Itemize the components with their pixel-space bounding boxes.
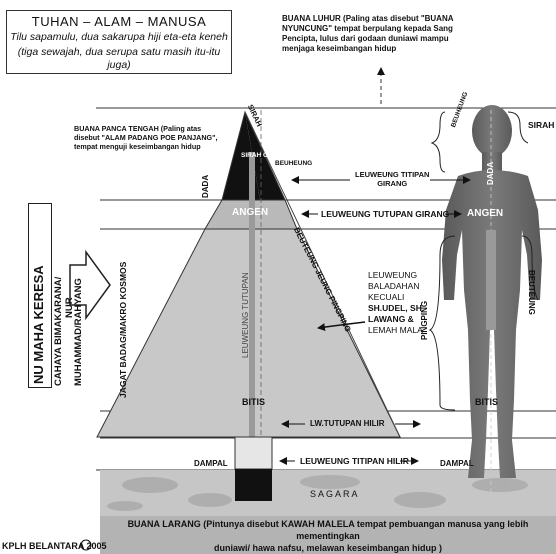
titipan-girang-line: GIRANG [355, 179, 429, 188]
footer-credit: KPLH BELANTARA 2005 [2, 541, 107, 551]
pyramid-bitis-label: BITIS [242, 397, 265, 407]
baladahan-line: KECUALI [368, 292, 424, 303]
human-pingping-label: PINGPING [420, 301, 429, 340]
human-angen-label: ANGEN [467, 208, 503, 219]
side-line-3: MUHAMMAD/RAHYANG [73, 278, 84, 386]
tutupan-girang-label: LEUWEUNG TUTUPAN GIRANG [321, 209, 449, 219]
baladahan-line: BALADAHAN [368, 281, 424, 292]
buana-larang-line: BUANA LARANG (Pintunya disebut KAWAH MAL… [106, 518, 550, 542]
buana-larang-text: BUANA LARANG (Pintunya disebut KAWAH MAL… [100, 516, 556, 554]
pyramid-angen-label: ANGEN [232, 207, 268, 218]
dampal-upper-box [235, 437, 272, 469]
pyramid-leuweung-tutupan-label: LEUWEUNG TUTUPAN [241, 273, 250, 359]
title-heading: TUHAN – ALAM – MANUSA [7, 14, 231, 29]
human-sirah-label: SIRAH [528, 120, 554, 130]
brace-beuheung [432, 112, 445, 172]
titipan-hilir-label: LEUWEUNG TITIPAN HILIR [300, 456, 409, 466]
buana-luhur-note: BUANA LUHUR (Paling atas disebut "BUANA … [282, 14, 494, 54]
human-bitis-label: BITIS [475, 397, 498, 407]
baladahan-line: SH.UDEL, SH. [368, 303, 424, 314]
buana-luhur-line: BUANA LUHUR (Paling atas disebut "BUANA [282, 14, 494, 24]
human-dada-label: DADA [486, 162, 495, 185]
baladahan-line: LEUWEUNG [368, 270, 424, 281]
buana-larang-strip: BUANA LARANG (Pintunya disebut KAWAH MAL… [100, 516, 556, 554]
jagat-badag-label: JAGAT BADAG/MAKRO KOSMOS [118, 262, 128, 398]
baladahan-line: LEMAH MALA [368, 325, 424, 336]
sagara-label: SAGARA [310, 489, 360, 499]
baladahan-note: LEUWEUNG BALADAHAN KECUALI SH.UDEL, SH. … [368, 270, 424, 336]
dampal-box-over-sagara [235, 470, 272, 501]
human-dampal-label: DAMPAL [440, 459, 474, 468]
titipan-girang-label: LEUWEUNG TITIPAN GIRANG [355, 170, 429, 188]
buana-panca-tengah-note: BUANA PANCA TENGAH (Paling atas disebut … [74, 124, 234, 151]
pyramid-beuheung-label: BEUHEUNG [275, 160, 312, 167]
pyramid-dada-label: DADA [201, 175, 210, 198]
title-line-1: Tilu sapamulu, dua sakarupa hiji eta-eta… [7, 31, 231, 44]
human-beuteung-label: BEUTEUNG [527, 270, 536, 315]
buana-luhur-line: menjaga keseimbangan hidup [282, 44, 494, 54]
baladahan-line: LAWANG & [368, 314, 424, 325]
panca-tengah-line: disebut "ALAM PADANG POE PANJANG", [74, 133, 234, 142]
title-box: TUHAN – ALAM – MANUSA Tilu sapamulu, dua… [6, 10, 232, 74]
tutupan-hilir-label: LW.TUTUPAN HILIR [310, 419, 385, 428]
side-line-1: CAHAYA BIMAKARANA/ [53, 277, 64, 386]
pyramid-sirah-cai-label: SIRAH CAI [241, 152, 274, 159]
pyramid-dampal-label: DAMPAL [194, 459, 228, 468]
title-line-2: (tiga sewajah, dua serupa satu masih itu… [7, 46, 231, 72]
human-central-column [486, 230, 496, 330]
titipan-girang-line: LEUWEUNG TITIPAN [355, 170, 429, 179]
panca-tengah-line: BUANA PANCA TENGAH (Paling atas [74, 124, 234, 133]
buana-luhur-line: Pencipta, lulus dari godaan duniawi mamp… [282, 34, 494, 44]
nu-maha-keresa-title: NU MAHA KERESA [31, 265, 46, 384]
buana-larang-line: duniawi/ hawa nafsu, melawan keseimbanga… [106, 542, 550, 554]
panca-tengah-line: tempat menguji keseimbangan hidup [74, 142, 234, 151]
buana-luhur-line: NYUNCUNG" tempat berpulang kepada Sang [282, 24, 494, 34]
